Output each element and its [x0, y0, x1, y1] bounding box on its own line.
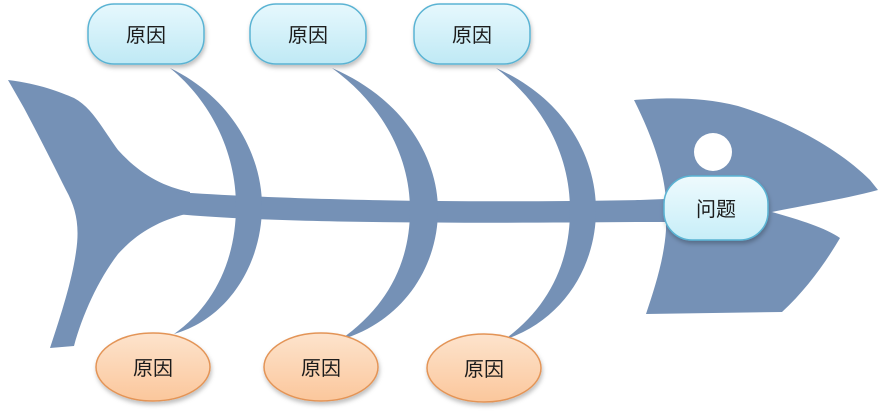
problem-box[interactable]: 问题 [663, 175, 769, 241]
cause-bottom-1[interactable]: 原因 [95, 332, 211, 402]
fish-tail [8, 80, 190, 348]
cause-bottom-2[interactable]: 原因 [263, 332, 379, 402]
cause-top-2-label: 原因 [288, 23, 328, 47]
cause-bottom-3-label: 原因 [464, 357, 504, 381]
cause-top-3[interactable]: 原因 [413, 3, 531, 65]
problem-label: 问题 [696, 197, 736, 221]
cause-top-2[interactable]: 原因 [249, 3, 367, 65]
cause-bottom-1-label: 原因 [133, 356, 173, 380]
cause-top-1[interactable]: 原因 [87, 3, 205, 65]
fish-rib-3 [496, 68, 596, 340]
cause-bottom-2-label: 原因 [301, 356, 341, 380]
cause-bottom-3[interactable]: 原因 [426, 333, 542, 403]
fish-rib-1 [170, 68, 262, 334]
cause-top-1-label: 原因 [126, 23, 166, 47]
cause-top-3-label: 原因 [452, 23, 492, 47]
fish-eye [694, 133, 732, 171]
fish-rib-2 [332, 68, 438, 340]
